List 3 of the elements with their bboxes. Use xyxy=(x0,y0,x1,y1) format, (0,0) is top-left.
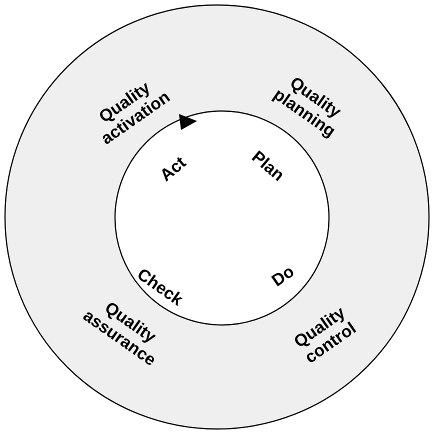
cycle-label: Do xyxy=(268,262,298,290)
outer-ring xyxy=(4,4,430,430)
cycle-label: Act xyxy=(156,152,190,186)
